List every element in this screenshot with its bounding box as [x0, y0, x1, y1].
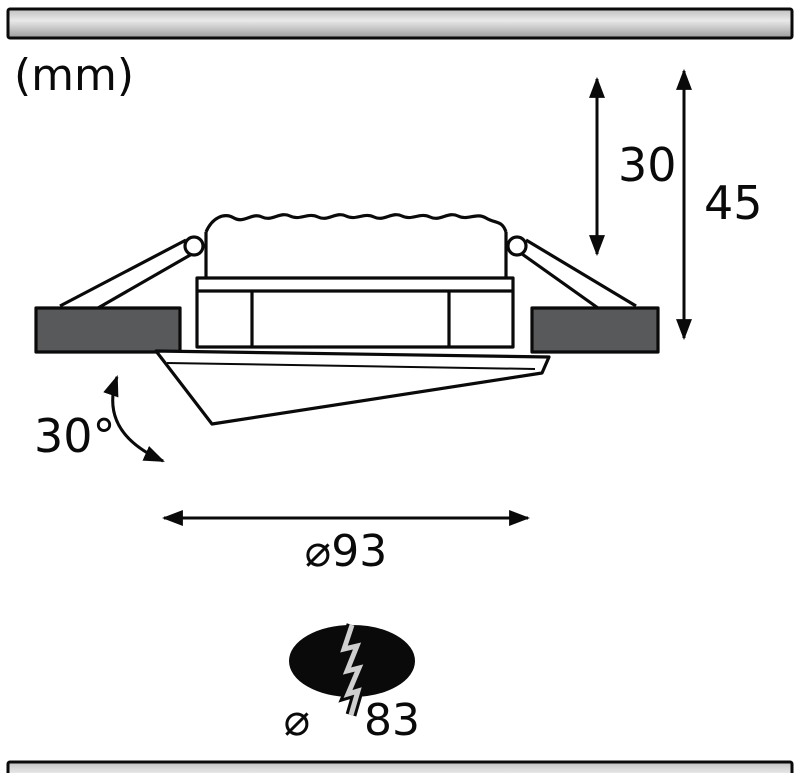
tilt-angle-annotation: 30° [34, 375, 165, 463]
spring-clip-right [521, 238, 637, 310]
diameter-label: ⌀93 [305, 526, 387, 577]
unit-label: (mm) [14, 50, 134, 101]
spring-clip-left [59, 238, 193, 310]
tilt-arc-arrow [103, 375, 165, 463]
tilt-angle-label: 30° [34, 409, 116, 463]
dim-height-label: 45 [704, 176, 763, 230]
dim-height-45: 45 [676, 68, 763, 341]
tilted-bezel [154, 349, 551, 426]
housing-crimped-top [204, 213, 508, 233]
pivot-right [506, 235, 528, 257]
dim-depth-label: 30 [618, 138, 677, 192]
dim-outer-diameter: ⌀93 [161, 510, 531, 577]
lightning-bolt-icon [340, 624, 364, 716]
bezel-inner-line [166, 362, 536, 370]
cutout-diameter-value: 83 [364, 695, 420, 746]
mounting-flange-left [34, 306, 182, 354]
bottom-panel-bar [6, 760, 794, 773]
housing-body [195, 276, 515, 349]
cutout-diameter-sign: ⌀ [284, 695, 311, 746]
top-panel-bar [6, 7, 794, 40]
pivot-left [183, 235, 205, 257]
mounting-flange-right [530, 306, 660, 354]
dim-depth-30: 30 [589, 76, 677, 257]
cutout-symbol: ⌀ 83 [284, 623, 420, 746]
fixture-cross-section [34, 213, 660, 426]
